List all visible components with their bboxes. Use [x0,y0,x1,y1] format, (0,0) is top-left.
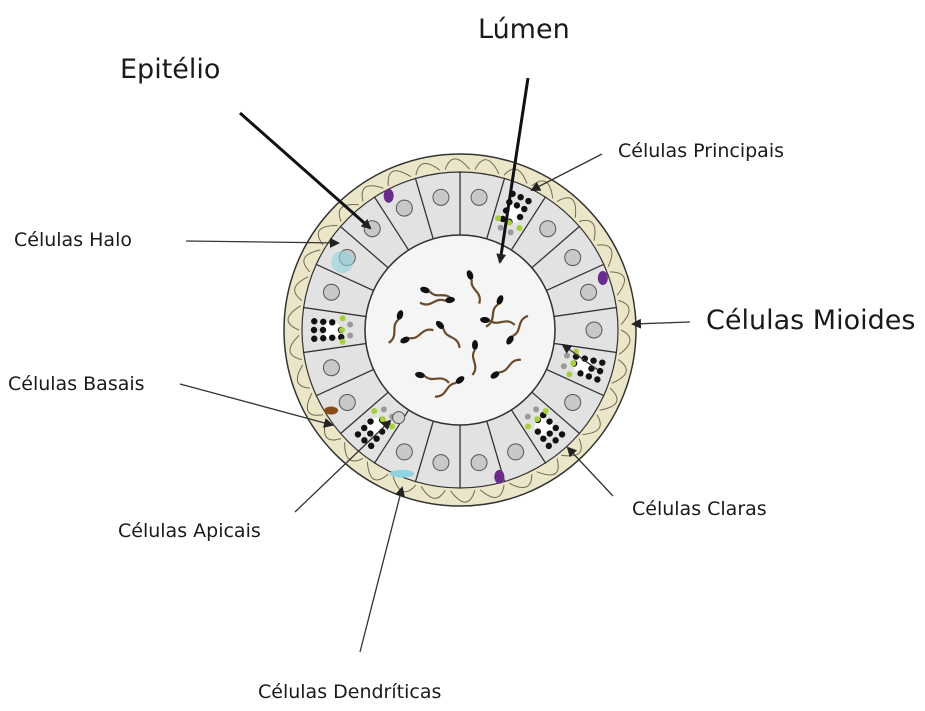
black-granule [590,357,596,363]
green-granule [516,225,522,231]
black-granule [547,430,553,436]
basal-cell [324,407,338,415]
dendritic-cell [390,470,414,478]
green-granule [566,371,572,377]
principal-nucleus [540,221,556,237]
black-granule [320,327,326,333]
mioides-leader [633,322,690,324]
black-granule [367,430,373,436]
label-lumen: Lúmen [478,14,570,45]
label-epitelio: Epitélio [120,54,220,85]
black-granule [367,418,373,424]
green-granule [347,322,353,328]
green-granule [381,406,387,412]
green-granule [570,360,576,366]
principal-nucleus [396,200,412,216]
green-granule [495,215,501,221]
green-granule [543,408,549,414]
black-granule [517,194,523,200]
black-granule [368,443,374,449]
green-granule [347,332,353,338]
green-granule [380,416,386,422]
black-granule [355,431,361,437]
label-celulas-claras: Células Claras [632,498,767,520]
principal-nucleus [323,284,339,300]
principal-nucleus [323,360,339,376]
black-granule [329,334,335,340]
label-celulas-halo: Células Halo [14,229,132,251]
black-granule [320,335,326,341]
black-granule [525,198,531,204]
black-granule [535,428,541,434]
label-celulas-basais: Células Basais [8,373,145,395]
green-granule [340,315,346,321]
green-granule [533,406,539,412]
principal-nucleus [565,250,581,266]
black-granule [521,206,527,212]
black-granule [514,202,520,208]
black-granule [311,318,317,324]
dendriticas-leader [360,488,402,652]
black-granule [577,370,583,376]
principais-leader [532,154,602,190]
principal-nucleus [471,189,487,205]
green-granule [340,339,346,345]
principal-nucleus [565,394,581,410]
principal-nucleus [433,455,449,471]
green-granule [371,408,377,414]
principal-nucleus [471,455,487,471]
green-granule [561,363,567,369]
principal-nucleus [581,284,597,300]
black-granule [320,319,326,325]
green-granule [498,225,504,231]
principal-nucleus [396,444,412,460]
epitelio-arrow [240,113,370,228]
black-granule [329,319,335,325]
green-granule [389,423,395,429]
black-granule [559,431,565,437]
black-granule [546,418,552,424]
label-celulas-apicais: Células Apicais [118,520,261,542]
label-celulas-dendriticas: Células Dendríticas [258,681,441,703]
black-granule [517,214,523,220]
black-granule [311,327,317,333]
principal-nucleus [508,444,524,460]
purple-granule [384,189,394,203]
black-granule [553,425,559,431]
black-granule [599,359,605,365]
green-granule [508,229,514,235]
principal-nucleus [339,394,355,410]
apical-cell [393,412,405,424]
principal-nucleus [586,322,602,338]
black-granule [552,437,558,443]
black-granule [361,425,367,431]
green-granule [564,353,570,359]
claras-leader [568,448,613,496]
green-granule [339,327,345,333]
black-granule [546,443,552,449]
green-granule [525,414,531,420]
black-granule [586,373,592,379]
black-granule [540,436,546,442]
purple-granule [494,470,504,484]
label-celulas-principais: Células Principais [618,140,784,162]
green-granule [534,416,540,422]
principal-nucleus [433,189,449,205]
black-granule [594,376,600,382]
black-granule [597,368,603,374]
green-granule [525,423,531,429]
black-granule [311,336,317,342]
purple-granule [598,271,608,285]
label-celulas-mioides: Células Mioides [706,305,915,336]
halo-cell [331,251,353,273]
